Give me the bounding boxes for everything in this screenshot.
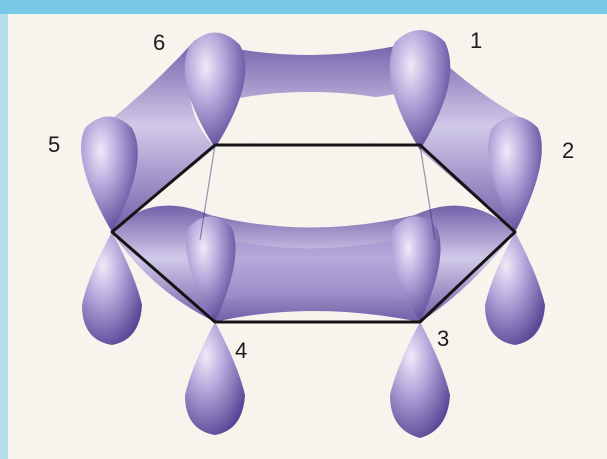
atom-label-3: 3 xyxy=(437,326,449,351)
atom-label-6: 6 xyxy=(153,30,165,55)
atom-label-4: 4 xyxy=(235,338,247,363)
top-band xyxy=(0,0,607,14)
left-band xyxy=(0,0,8,459)
atom-label-5: 5 xyxy=(48,132,60,157)
atom-label-2: 2 xyxy=(562,138,574,163)
atom-label-1: 1 xyxy=(470,28,482,53)
